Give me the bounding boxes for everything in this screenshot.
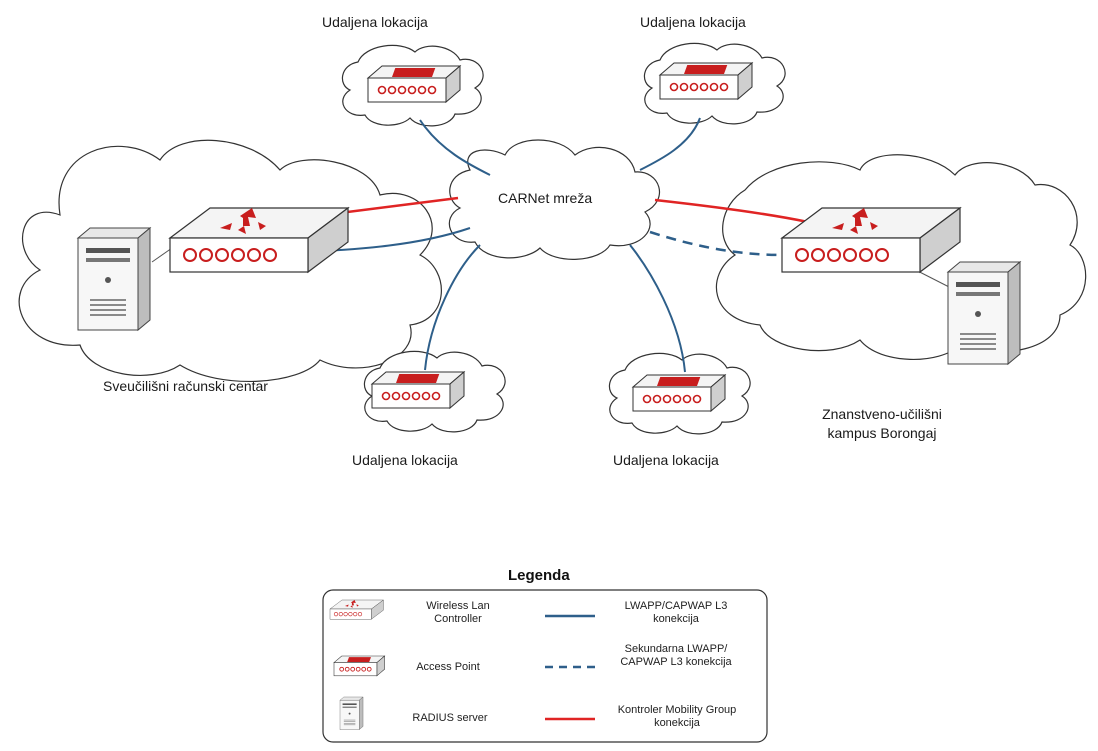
radius-server-right bbox=[947, 261, 1021, 365]
secondary-link-right-wlc bbox=[649, 230, 786, 257]
legend-item-radius-label: RADIUS server bbox=[412, 712, 488, 724]
wireless-lan-controller-right bbox=[781, 207, 961, 273]
remote-label-br: Udaljena lokacija bbox=[613, 452, 719, 468]
access-point-icon bbox=[333, 655, 386, 677]
radius-server-left bbox=[77, 227, 151, 331]
wireless-lan-controller-icon bbox=[329, 599, 384, 620]
remote-label-bl: Udaljena lokacija bbox=[352, 452, 458, 468]
legend-item-ap-label: Access Point bbox=[416, 661, 480, 673]
radius-server-icon bbox=[339, 696, 364, 730]
legend-line-secondary-label: Sekundarna LWAPP/ CAPWAP L3 konekcija bbox=[620, 643, 732, 668]
link-remote-tr bbox=[639, 117, 701, 171]
mobility-right bbox=[654, 198, 809, 224]
legend-line-primary-label: LWAPP/CAPWAP L3 konekcija bbox=[624, 600, 728, 625]
access-point-br bbox=[632, 374, 726, 412]
legend-title: Legenda bbox=[508, 567, 570, 584]
left-server-link bbox=[151, 247, 173, 263]
remote-label-tr: Udaljena lokacija bbox=[640, 14, 746, 30]
link-remote-tl bbox=[419, 119, 491, 176]
link-remote-br bbox=[629, 244, 686, 373]
right-site-label-line1: Znanstveno-učilišni bbox=[822, 406, 942, 422]
left-site-label: Sveučilišni računski centar bbox=[103, 378, 268, 394]
wireless-lan-controller-left bbox=[169, 207, 349, 273]
center-cloud bbox=[448, 139, 661, 260]
access-point-tl bbox=[367, 65, 461, 103]
access-point-bl bbox=[371, 371, 465, 409]
center-network-label: CARNet mreža bbox=[498, 190, 593, 206]
remote-label-tl: Udaljena lokacija bbox=[322, 14, 428, 30]
legend-line-mobility-label: Kontroler Mobility Group konekcija bbox=[617, 704, 737, 729]
link-remote-bl bbox=[424, 244, 481, 371]
right-site-label-line2: kampus Borongaj bbox=[827, 425, 937, 441]
legend-item-wlc-label: Wireless Lan Controller bbox=[426, 600, 490, 625]
access-point-tr bbox=[659, 62, 753, 100]
